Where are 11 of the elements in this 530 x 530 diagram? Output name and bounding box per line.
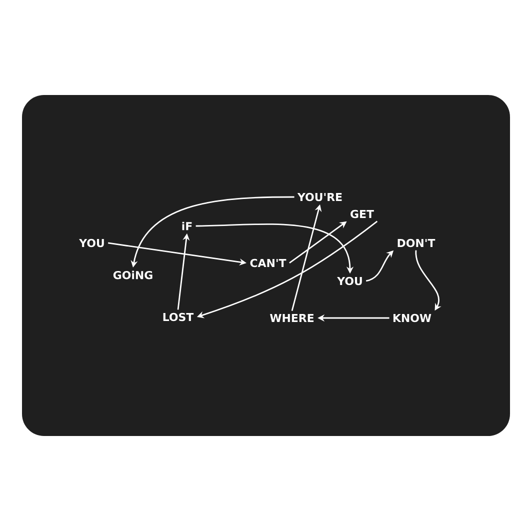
word: CAN'T <box>250 258 286 268</box>
word: iF <box>182 222 192 230</box>
word: GET <box>350 210 374 218</box>
word: GOiNG <box>113 270 152 280</box>
word: YOU <box>79 238 104 248</box>
word: KNOW <box>393 314 432 322</box>
word: YOU <box>337 276 362 286</box>
word: YOU'RE <box>297 192 342 202</box>
word: WHERE <box>270 314 314 322</box>
word: LOST <box>163 312 194 322</box>
word: DON'T <box>398 238 436 248</box>
